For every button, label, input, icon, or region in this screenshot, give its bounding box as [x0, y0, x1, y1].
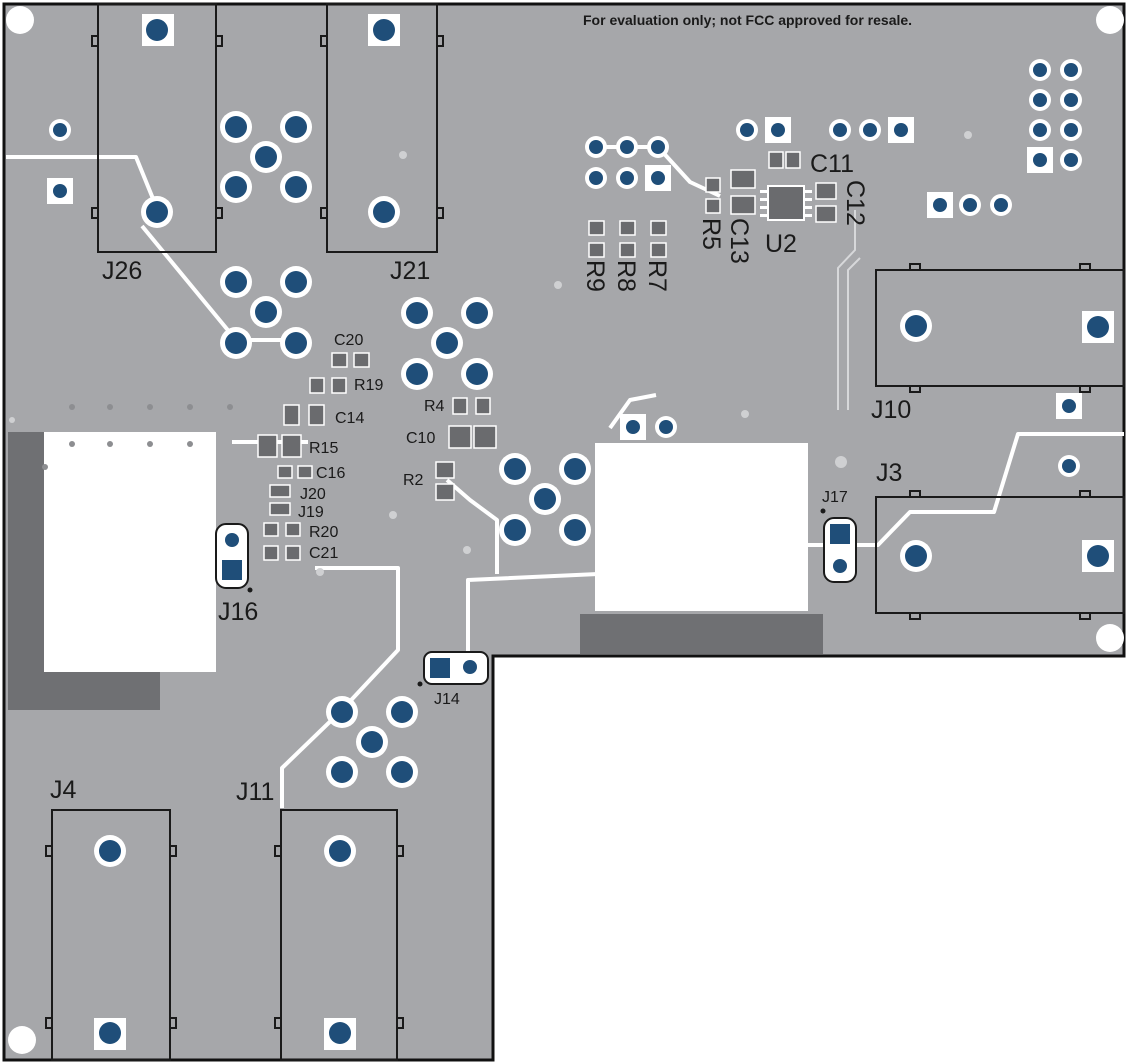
- label-c20: C20: [334, 332, 363, 349]
- square-pads: [47, 14, 1114, 1050]
- label-j26: J26: [102, 257, 142, 285]
- jumper-j14: [423, 651, 489, 685]
- pin1-markers: [247, 508, 826, 687]
- label-c21: C21: [309, 545, 338, 562]
- label-c16: C16: [316, 465, 345, 482]
- connector-tabs: [45, 35, 1091, 1029]
- label-r20: R20: [309, 524, 338, 541]
- label-c14: C14: [335, 410, 364, 427]
- label-j3: J3: [876, 459, 902, 487]
- jumper-j17: [823, 517, 857, 583]
- fcc-notice: For evaluation only; not FCC approved fo…: [583, 12, 912, 28]
- mounting-holes: [6, 6, 1124, 1054]
- label-j11: J11: [236, 778, 274, 806]
- label-c11: C11: [810, 150, 854, 178]
- via-array: [42, 404, 233, 470]
- label-c12: C12: [841, 180, 869, 226]
- label-j4: J4: [50, 776, 77, 804]
- label-r2: R2: [403, 472, 424, 489]
- label-r8: R8: [612, 260, 640, 292]
- connector-outlines: [51, 3, 1125, 1061]
- thin-traces: [837, 210, 861, 410]
- label-j19: J19: [298, 504, 324, 521]
- label-c10: C10: [406, 430, 435, 447]
- label-u2: U2: [765, 230, 797, 258]
- label-j10: J10: [871, 396, 911, 424]
- smd-parts: [257, 151, 837, 561]
- label-j20: J20: [300, 486, 326, 503]
- label-r7: R7: [643, 260, 671, 292]
- u2-chip: [760, 185, 812, 221]
- label-j14: J14: [434, 691, 460, 708]
- label-c13: C13: [725, 218, 753, 264]
- label-r15: R15: [309, 440, 338, 457]
- label-r19: R19: [354, 377, 383, 394]
- vias: [9, 131, 972, 576]
- keepout-areas: [44, 432, 808, 672]
- label-j21: J21: [390, 257, 430, 285]
- label-r5: R5: [697, 218, 725, 250]
- label-j16: J16: [218, 598, 258, 626]
- label-r9: R9: [581, 260, 609, 292]
- label-r4: R4: [424, 398, 445, 415]
- jumper-j16: [215, 523, 249, 589]
- label-j17: J17: [822, 489, 848, 506]
